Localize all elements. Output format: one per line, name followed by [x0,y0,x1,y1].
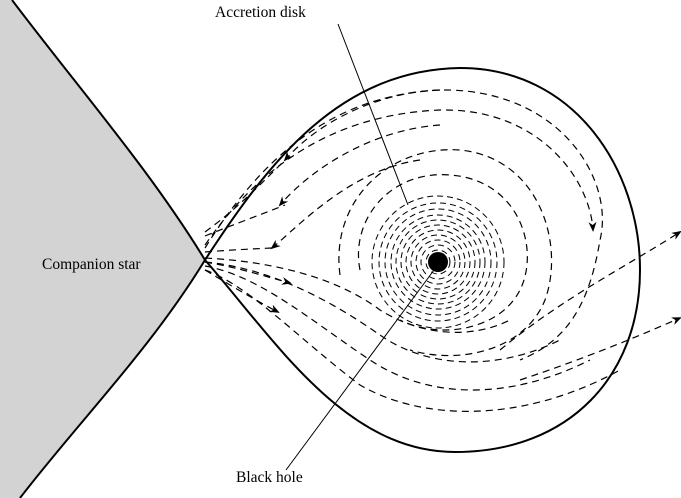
accretion-disk-label: Accretion disk [215,4,306,22]
black-hole-leader [286,270,434,470]
accretion-disk-leader [338,24,408,205]
companion-star-lobe [0,0,205,498]
black-hole-dot [428,252,448,272]
black-hole-label: Black hole [236,469,303,487]
companion-star-label: Companion star [42,256,141,274]
roche-lobe-outline [205,68,640,452]
